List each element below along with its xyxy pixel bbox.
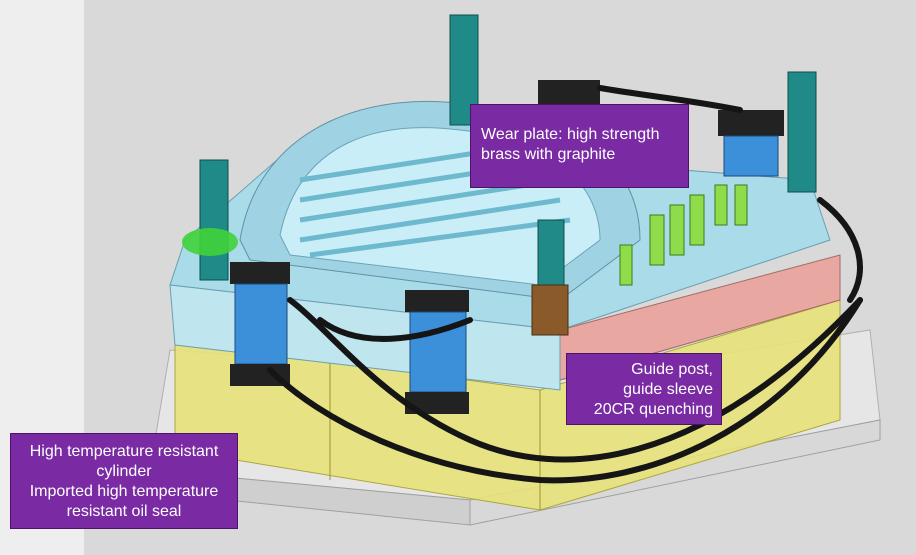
callout-text: Imported high temperature bbox=[29, 483, 219, 500]
callout-text: cylinder bbox=[96, 463, 152, 480]
callout-text: Guide post, bbox=[631, 361, 713, 378]
hoses bbox=[267, 85, 863, 484]
callout-cylinder: High temperature resistant cylinder Impo… bbox=[10, 433, 238, 529]
guide-posts bbox=[199, 14, 817, 336]
callout-text: guide sleeve bbox=[623, 381, 713, 398]
callout-text: brass with graphite bbox=[481, 146, 616, 163]
callout-guide-post: Guide post, guide sleeve 20CR quenching bbox=[566, 353, 722, 425]
callout-text: Wear plate: high strength bbox=[481, 126, 660, 143]
callout-text: resistant oil seal bbox=[66, 503, 182, 520]
green-ring bbox=[182, 228, 238, 256]
callout-text: High temperature resistant bbox=[29, 443, 219, 460]
wear-plate-brackets bbox=[619, 184, 748, 286]
callout-wear-plate: Wear plate: high strength brass with gra… bbox=[470, 104, 689, 188]
callout-text: 20CR quenching bbox=[593, 401, 713, 418]
